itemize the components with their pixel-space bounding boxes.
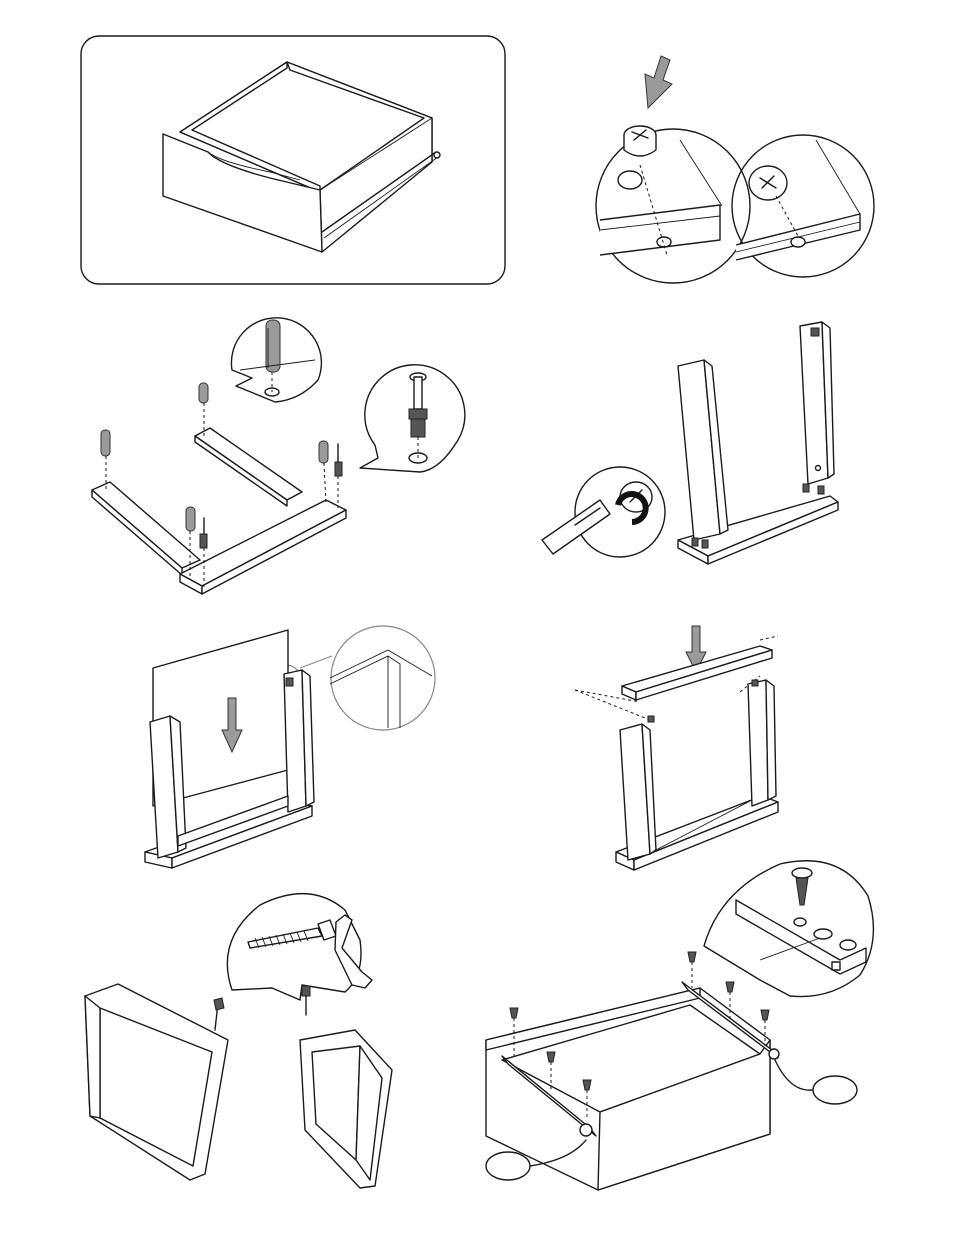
rail-screw-panel xyxy=(486,861,873,1190)
finished-drawer-panel xyxy=(81,36,505,284)
screw-zoom-bubble xyxy=(704,861,873,997)
callout-oval-right xyxy=(813,1076,857,1104)
dowel-panel xyxy=(92,318,465,594)
corner-zoom xyxy=(331,626,435,730)
zoom-circle-1 xyxy=(596,129,750,283)
top-rail-panel xyxy=(575,626,778,870)
board-left xyxy=(92,482,200,568)
cam-hole xyxy=(618,171,642,189)
side-panel-attach-panel xyxy=(542,322,838,564)
callout-oval-left xyxy=(486,1152,530,1180)
dowel-2 xyxy=(199,383,208,403)
back-nail-panel xyxy=(85,894,392,1188)
board-middle xyxy=(195,428,302,500)
cam-lock-panel xyxy=(596,56,874,283)
dowel-3 xyxy=(319,441,328,463)
dowel-1 xyxy=(101,430,110,456)
dowel-4 xyxy=(186,507,195,531)
bottom-panel-slide-panel xyxy=(145,626,435,868)
down-arrow-icon xyxy=(645,56,672,108)
cam-lock-icon xyxy=(618,126,656,189)
finished-drawer-illustration xyxy=(163,62,440,252)
